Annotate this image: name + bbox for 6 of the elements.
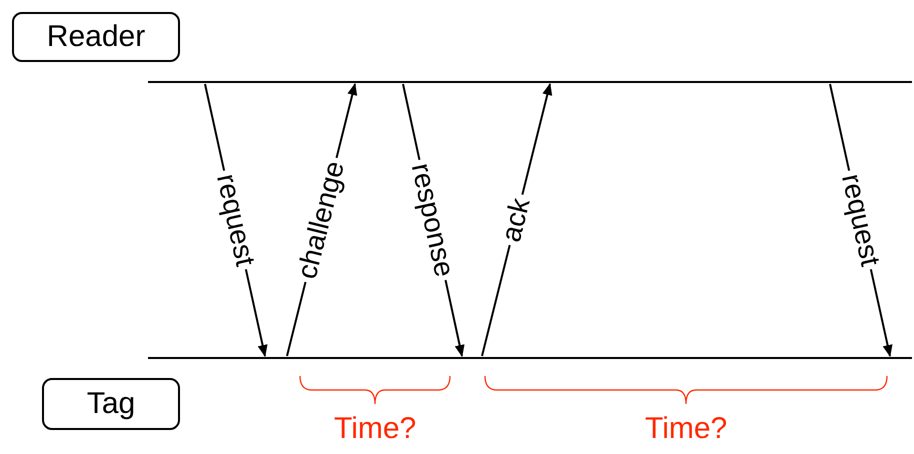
reader-timeline — [148, 81, 912, 83]
tag-timeline — [148, 357, 912, 359]
lifeline-box: Reader — [12, 12, 180, 62]
duration-label: Time? — [334, 412, 416, 446]
lifeline-box: Tag — [42, 378, 180, 430]
duration-label: Time? — [645, 412, 728, 446]
